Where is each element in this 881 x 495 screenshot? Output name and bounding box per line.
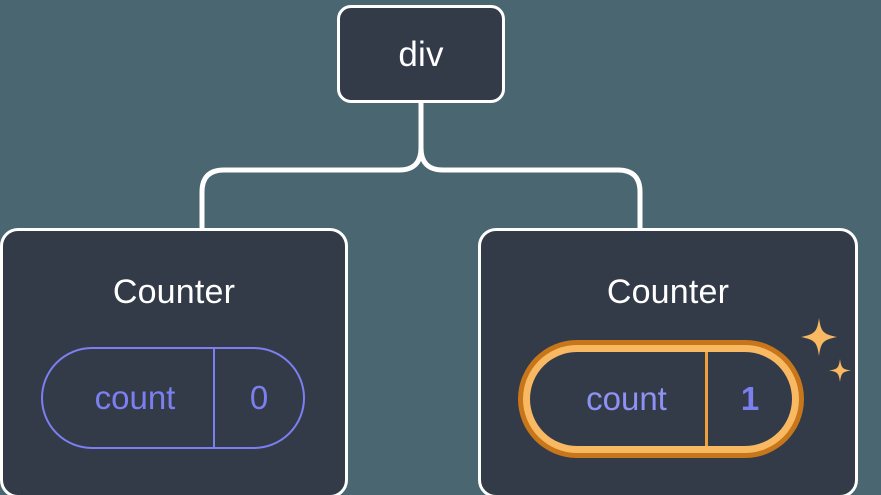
state-pill-left-body: count 0 xyxy=(41,347,305,449)
state-pill-left[interactable]: count 0 xyxy=(41,347,305,449)
node-counter-right-title: Counter xyxy=(606,273,730,311)
sparkle-icon-large xyxy=(801,318,837,356)
state-pill-left-key: count xyxy=(43,349,215,447)
sparkle-icon-small xyxy=(829,359,851,382)
state-pill-right-value: 1 xyxy=(740,380,760,417)
state-pill-right-outer-ring: count 1 xyxy=(518,340,804,458)
node-counter-left-title: Counter xyxy=(112,273,236,311)
node-counter-right[interactable]: Counter xyxy=(478,228,858,495)
state-pill-right[interactable]: count 1 xyxy=(518,340,804,458)
state-pill-right-inner-ring: count 1 xyxy=(523,345,799,453)
sparkle-group xyxy=(801,318,851,382)
state-pill-left-value: 0 xyxy=(249,379,269,416)
node-root-title: div xyxy=(398,34,444,74)
state-pill-right-key: count xyxy=(530,352,708,446)
state-pill-right-body: count 1 xyxy=(530,352,792,446)
node-root-div[interactable]: div xyxy=(337,5,505,103)
